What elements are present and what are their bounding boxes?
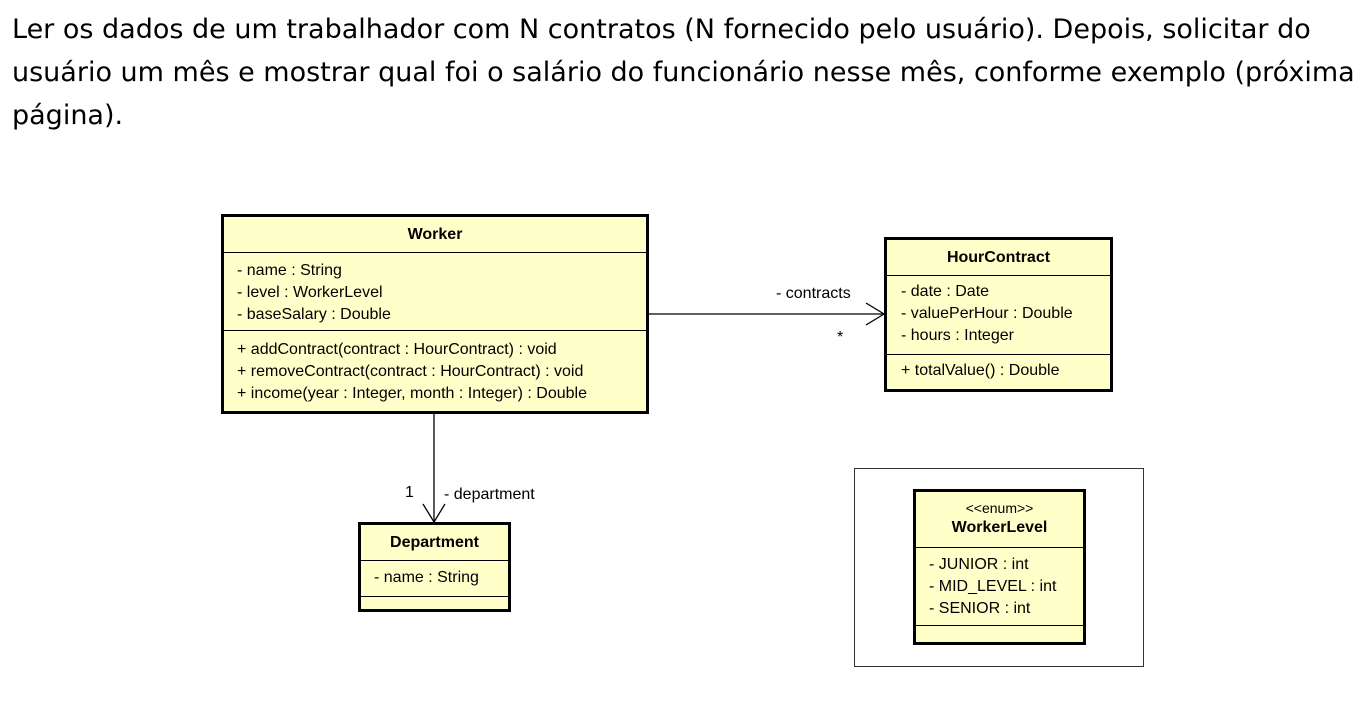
worker-attribute: - level : WorkerLevel bbox=[237, 284, 383, 301]
worker-operations: + addContract(contract : HourContract) :… bbox=[224, 331, 646, 410]
workerlevel-header: <<enum>> WorkerLevel bbox=[916, 492, 1083, 548]
worker-operation: + addContract(contract : HourContract) :… bbox=[237, 341, 557, 358]
department-class: Department - name : String bbox=[358, 522, 511, 612]
worker-operation: + income(year : Integer, month : Integer… bbox=[237, 385, 587, 402]
hourcontract-class: HourContract - date : Date - valuePerHou… bbox=[884, 237, 1113, 392]
department-operations bbox=[361, 597, 508, 607]
worker-attribute: - baseSalary : Double bbox=[237, 306, 391, 323]
workerlevel-class-name: WorkerLevel bbox=[951, 519, 1048, 536]
workerlevel-operations bbox=[916, 626, 1083, 636]
hourcontract-attribute: - valuePerHour : Double bbox=[901, 305, 1073, 322]
department-multiplicity-label: 1 bbox=[405, 484, 414, 501]
enum-literal: - SENIOR : int bbox=[929, 600, 1031, 617]
enum-stereotype: <<enum>> bbox=[965, 500, 1034, 516]
intro-text: Ler os dados de um trabalhador com N con… bbox=[12, 14, 1355, 131]
worker-attribute: - name : String bbox=[237, 262, 342, 279]
hourcontract-attribute: - hours : Integer bbox=[901, 327, 1014, 344]
worker-class-name: Worker bbox=[224, 217, 646, 253]
department-attributes: - name : String bbox=[361, 561, 508, 597]
contracts-role-label: - contracts bbox=[776, 285, 851, 302]
enum-literal: - MID_LEVEL : int bbox=[929, 578, 1057, 595]
department-class-name: Department bbox=[361, 525, 508, 561]
workerlevel-enum: <<enum>> WorkerLevel - JUNIOR : int - MI… bbox=[913, 489, 1086, 645]
workerlevel-literals: - JUNIOR : int - MID_LEVEL : int - SENIO… bbox=[916, 548, 1083, 626]
department-attribute: - name : String bbox=[374, 569, 479, 586]
hourcontract-class-name: HourContract bbox=[887, 240, 1110, 276]
contracts-multiplicity-label: * bbox=[837, 329, 844, 346]
worker-operation: + removeContract(contract : HourContract… bbox=[237, 363, 584, 380]
hourcontract-attribute: - date : Date bbox=[901, 283, 990, 300]
hourcontract-attributes: - date : Date - valuePerHour : Double - … bbox=[887, 276, 1110, 355]
enum-literal: - JUNIOR : int bbox=[929, 556, 1029, 573]
department-role-label: - department bbox=[444, 486, 535, 503]
hourcontract-operations: + totalValue() : Double bbox=[887, 355, 1110, 387]
worker-attributes: - name : String - level : WorkerLevel - … bbox=[224, 253, 646, 331]
worker-class: Worker - name : String - level : WorkerL… bbox=[221, 214, 649, 414]
hourcontract-operation: + totalValue() : Double bbox=[901, 362, 1060, 379]
